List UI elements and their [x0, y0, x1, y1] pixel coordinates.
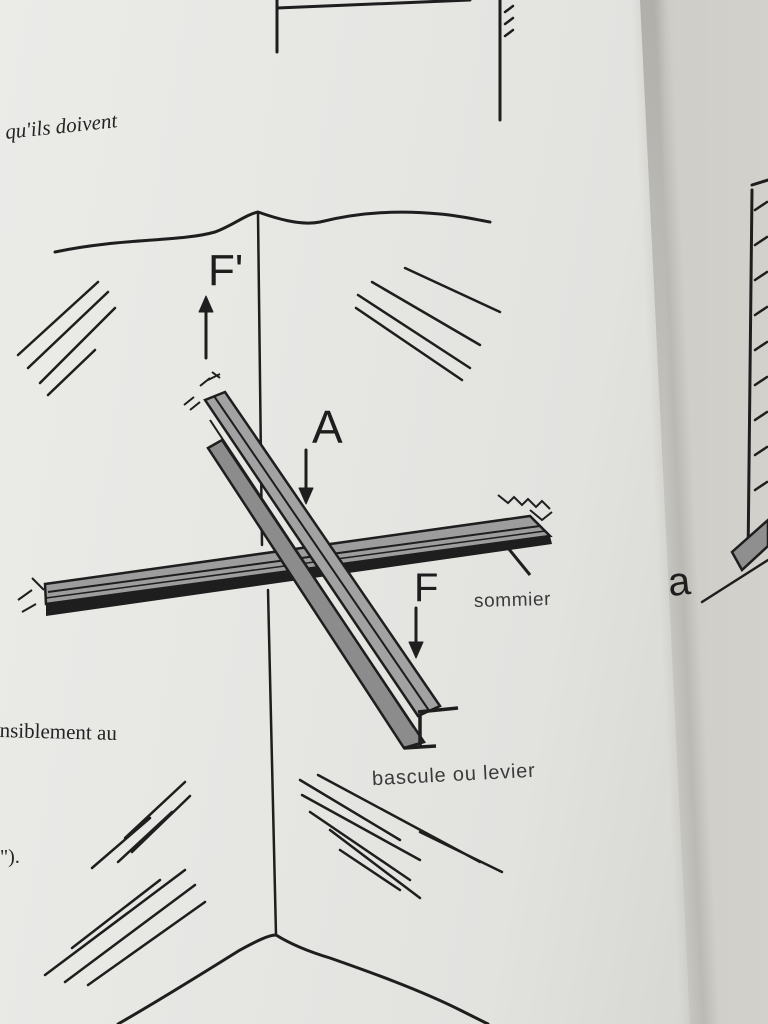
body-text-mid: nsiblement au [0, 718, 118, 746]
bascule-lever [183, 371, 459, 750]
vertical-axis [256, 212, 264, 547]
hatching [16, 266, 504, 987]
label-point-a: A [312, 401, 343, 453]
body-text-low: "). [0, 846, 20, 868]
label-next-page-a: a [665, 558, 693, 606]
vertical-axis-lower [266, 588, 278, 937]
label-force-top: F' [208, 246, 244, 295]
label-force-bottom: F [414, 566, 439, 610]
top-frame-drawing [275, 0, 515, 122]
next-page-drawing [700, 178, 768, 604]
bottom-terrain [116, 933, 490, 1024]
label-sommier: sommier [473, 588, 552, 613]
force-bottom-arrow [408, 606, 424, 659]
force-top-arrow [198, 295, 214, 360]
point-a-arrow [298, 448, 314, 505]
terrain-line [53, 210, 492, 254]
